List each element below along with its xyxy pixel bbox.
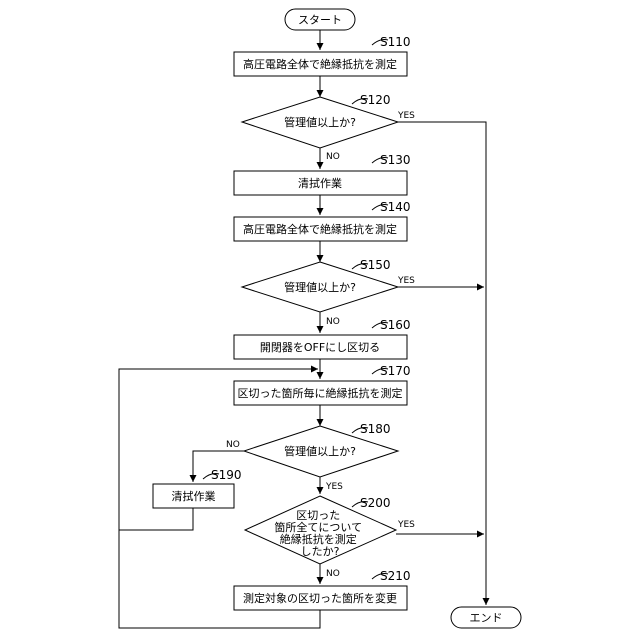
step-s140-text: 高圧電路全体で絶縁抵抗を測定 xyxy=(243,222,397,236)
s200-no-label: NO xyxy=(326,569,340,579)
s120-yes-label: YES xyxy=(397,111,415,121)
decision-s180-text: 管理値以上か? xyxy=(284,444,356,458)
decision-s120: 管理値以上か? S120 YES NO xyxy=(242,93,415,162)
decision-s120-label: S120 xyxy=(360,93,391,107)
s150-yes-label: YES xyxy=(397,276,415,286)
decision-s180: 管理値以上か? S180 NO YES xyxy=(226,422,398,492)
step-s190-text: 清拭作業 xyxy=(172,489,216,503)
edge-s190-loop xyxy=(119,508,193,530)
start-node: スタート xyxy=(285,9,355,30)
step-s140-label: S140 xyxy=(380,200,411,214)
decision-s150-label: S150 xyxy=(360,258,391,272)
step-s130-label: S130 xyxy=(380,153,411,167)
decision-s150: 管理値以上か? S150 YES NO xyxy=(242,258,415,327)
step-s210-label: S210 xyxy=(380,569,411,583)
step-s160-label: S160 xyxy=(380,318,411,332)
step-s160: 開閉器をOFFにし区切る S160 xyxy=(234,318,411,359)
decision-s200-line-3: 絶縁抵抗を測定 xyxy=(280,532,357,546)
step-s190: 清拭作業 S190 xyxy=(153,468,242,508)
step-s130-text: 清拭作業 xyxy=(298,176,342,190)
decision-s200: 区切った 箇所全てについて 絶縁抵抗を測定 したか? S200 YES NO xyxy=(245,496,415,579)
s150-no-label: NO xyxy=(326,317,340,327)
edge-s120-yes-end xyxy=(398,122,486,605)
decision-s200-line-4: したか? xyxy=(301,545,340,558)
step-s110-text: 高圧電路全体で絶縁抵抗を測定 xyxy=(243,57,397,71)
end-node: エンド xyxy=(451,607,521,628)
step-s170-text: 区切った箇所毎に絶縁抵抗を測定 xyxy=(238,386,403,400)
step-s210-text: 測定対象の区切った箇所を変更 xyxy=(243,591,397,605)
step-s190-label: S190 xyxy=(211,468,242,482)
s180-yes-label: YES xyxy=(325,482,343,492)
step-s170: 区切った箇所毎に絶縁抵抗を測定 S170 xyxy=(234,364,411,405)
step-s160-text: 開閉器をOFFにし区切る xyxy=(260,341,380,354)
decision-s120-text: 管理値以上か? xyxy=(284,115,356,129)
s120-no-label: NO xyxy=(326,152,340,162)
step-s110-label: S110 xyxy=(380,35,411,49)
end-node-text: エンド xyxy=(470,612,503,625)
decision-s200-label: S200 xyxy=(360,496,391,510)
decision-s180-label: S180 xyxy=(360,422,391,436)
s200-yes-label: YES xyxy=(397,520,415,530)
step-s110: 高圧電路全体で絶縁抵抗を測定 S110 xyxy=(234,35,411,76)
step-s140: 高圧電路全体で絶縁抵抗を測定 S140 xyxy=(234,200,411,241)
decision-s200-line-2: 箇所全てについて xyxy=(274,520,362,534)
start-node-text: スタート xyxy=(298,14,342,27)
s180-no-label: NO xyxy=(226,440,240,450)
step-s210: 測定対象の区切った箇所を変更 S210 xyxy=(234,569,411,610)
step-s130: 清拭作業 S130 xyxy=(234,153,411,195)
decision-s150-text: 管理値以上か? xyxy=(284,280,356,294)
step-s170-label: S170 xyxy=(380,364,411,378)
